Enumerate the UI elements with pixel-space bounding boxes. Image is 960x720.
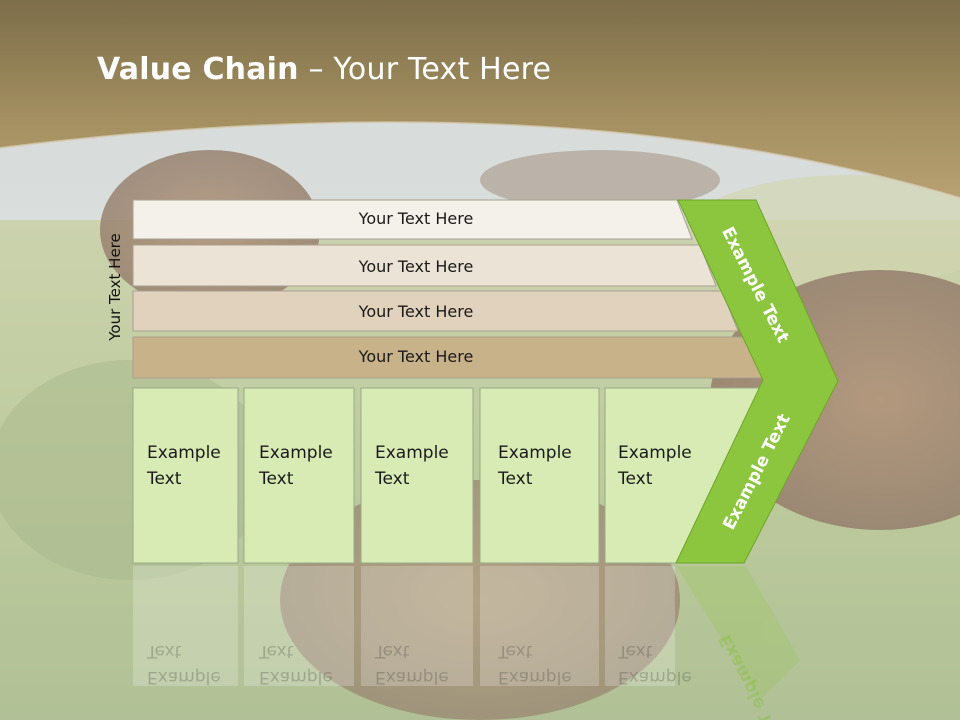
row-label-1: Your Text Here bbox=[358, 209, 474, 228]
reflection-label-2-line1: Example bbox=[259, 667, 333, 687]
rows-shapes bbox=[132, 199, 764, 379]
column-label-5-line1: Example bbox=[618, 443, 692, 463]
column-label-1-line2: Text bbox=[147, 469, 182, 489]
header-band bbox=[0, 0, 960, 198]
column-shape-1 bbox=[132, 387, 239, 564]
reflection-label-3: Example Text bbox=[375, 638, 449, 690]
reflection-label-2-line2: Text bbox=[259, 641, 294, 661]
title-rest: – Your Text Here bbox=[298, 52, 552, 87]
reflection-label-4: Example Text bbox=[498, 638, 572, 690]
reflection-label-5: Example Text bbox=[618, 638, 692, 690]
reflection-label-4-line1: Example bbox=[498, 667, 572, 687]
row-shape-2 bbox=[132, 244, 717, 287]
reflection-label-2: Example Text bbox=[259, 638, 333, 690]
row-shape-3 bbox=[132, 290, 739, 332]
reflection-label-5-line1: Example bbox=[618, 667, 692, 687]
reflection-label-1-line1: Example bbox=[147, 667, 221, 687]
column-label-4-line2: Text bbox=[498, 469, 533, 489]
row-label-4: Your Text Here bbox=[358, 347, 474, 366]
reflection-label-3-line2: Text bbox=[375, 641, 410, 661]
reflection bbox=[133, 566, 800, 700]
column-shape-4 bbox=[479, 387, 600, 564]
row-label-2: Your Text Here bbox=[358, 257, 474, 276]
column-label-4-line1: Example bbox=[498, 443, 572, 463]
column-label-2-line2: Text bbox=[259, 469, 294, 489]
column-label-5-line2: Text bbox=[618, 469, 653, 489]
column-shape-2 bbox=[243, 387, 355, 564]
column-label-3-line2: Text bbox=[375, 469, 410, 489]
margin-arrow bbox=[675, 199, 839, 564]
slide-title: Value Chain – Your Text Here bbox=[97, 52, 551, 87]
column-label-3-line1: Example bbox=[375, 443, 449, 463]
reflection-label-5-line2: Text bbox=[618, 641, 653, 661]
reflection-label-3-line1: Example bbox=[375, 667, 449, 687]
side-label: Your Text Here bbox=[106, 233, 124, 341]
title-bold: Value Chain bbox=[97, 52, 299, 87]
column-label-1-line1: Example bbox=[147, 443, 221, 463]
reflection-label-1-line2: Text bbox=[147, 641, 182, 661]
columns-shapes bbox=[132, 387, 761, 564]
column-label-2-line1: Example bbox=[259, 443, 333, 463]
reflection-label-4-line2: Text bbox=[498, 641, 533, 661]
reflection-label-1: Example Text bbox=[147, 638, 221, 690]
row-shape-1 bbox=[132, 199, 693, 240]
column-shape-3 bbox=[360, 387, 474, 564]
row-label-3: Your Text Here bbox=[358, 302, 474, 321]
